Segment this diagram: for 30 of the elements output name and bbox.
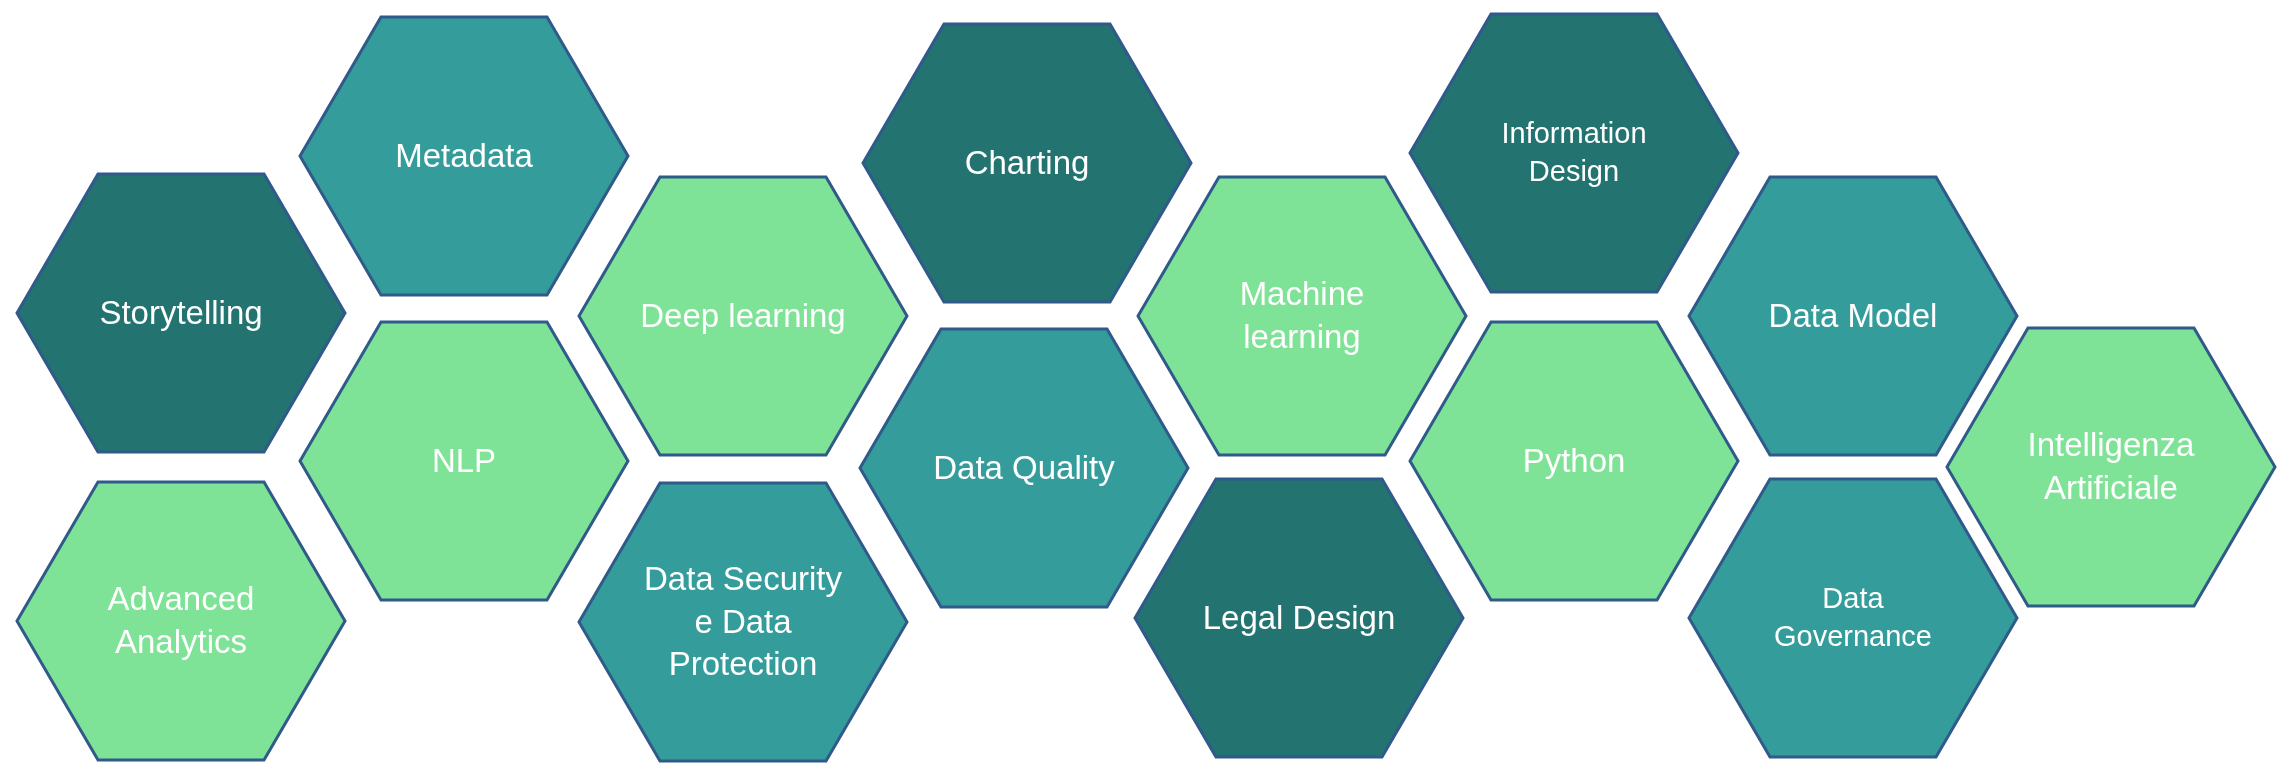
hexagon-label: Machine learning: [1238, 274, 1366, 357]
hexagon-label: Python: [1522, 440, 1626, 481]
hexagon: [861, 22, 1193, 304]
hexagon-label: Metadata: [395, 135, 533, 176]
hexagon: [1133, 477, 1465, 759]
hexagon: [1945, 326, 2277, 608]
hexagon-label: Data Model: [1768, 295, 1938, 336]
hexagon: [15, 480, 347, 762]
hexagon: [858, 327, 1190, 609]
hexagon-label: Data Governance: [1773, 581, 1933, 654]
hexagon: [1687, 477, 2019, 759]
hexagon: [577, 175, 909, 457]
hexagon-label: Legal Design: [1202, 597, 1396, 638]
hexagon: [1136, 175, 1468, 457]
hexagon: [1408, 320, 1740, 602]
hexagon: [15, 172, 347, 454]
hexagon-label: Data Quality: [933, 447, 1115, 488]
hexagon-label: Storytelling: [99, 292, 263, 333]
hexagon-label: Advanced Analytics: [106, 579, 256, 662]
hexagon: [298, 320, 630, 602]
hexagon-label: Charting: [964, 142, 1090, 183]
hexagon-label: Information Design: [1500, 116, 1648, 189]
hexagon-label: Intelligenza Artificiale: [2026, 425, 2196, 508]
hexagon: [298, 15, 630, 297]
hexagon-label: Data Security e Data Protection: [642, 558, 844, 685]
hexagon-label: Deep learning: [640, 295, 846, 336]
hexagon: [577, 481, 909, 763]
hexagon: [1408, 12, 1740, 294]
hexagon-label: NLP: [431, 440, 497, 481]
hexagon: [1687, 175, 2019, 457]
